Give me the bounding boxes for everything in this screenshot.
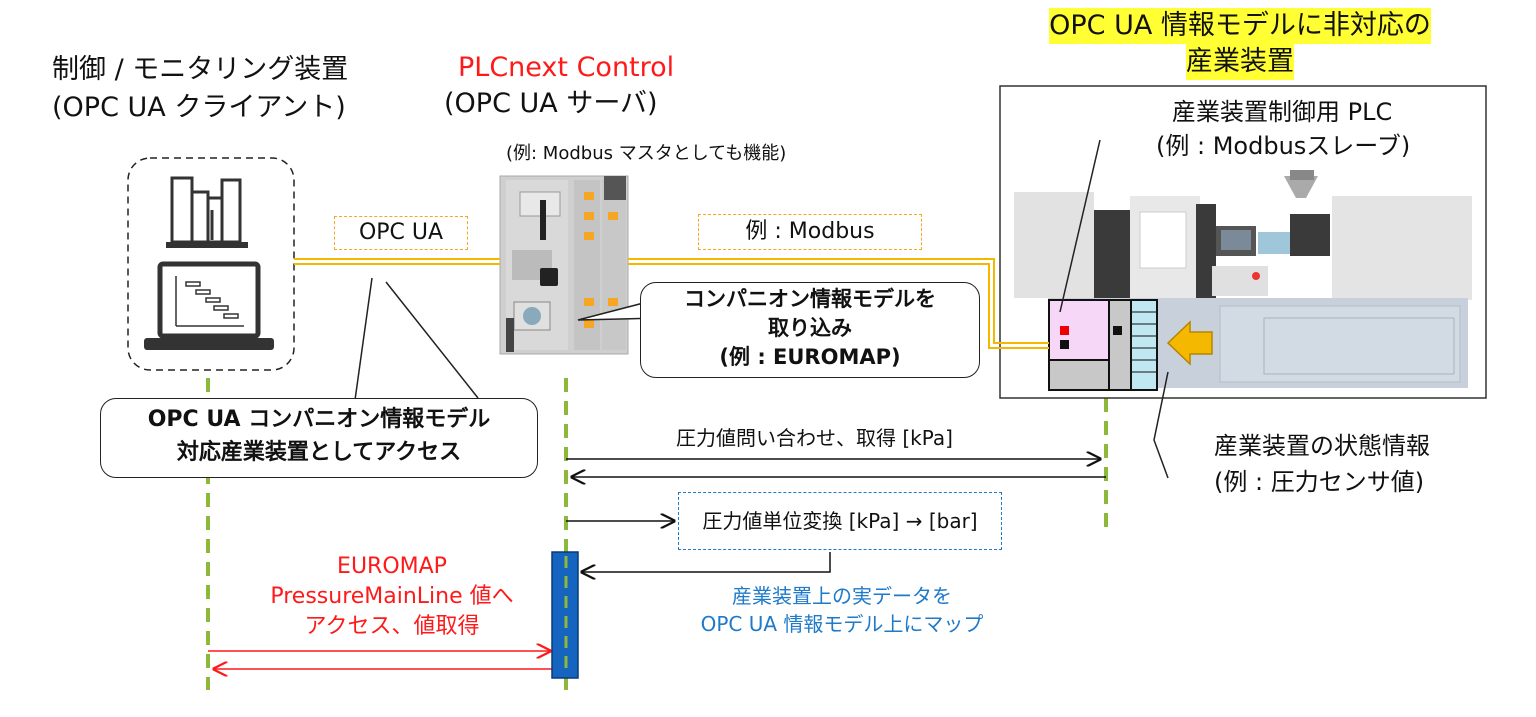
- state-label-pointer: [1153, 371, 1169, 479]
- device-heading: OPC UA 情報モデルに非対応の 産業装置: [1030, 8, 1450, 80]
- access-callout-pointer: [354, 277, 373, 401]
- client-device-icon: [127, 157, 295, 371]
- euromap-line2: PressureMainLine 値へ: [270, 584, 514, 609]
- control-plc-icon: [1048, 299, 1158, 391]
- server-note: (例: Modbus マスタとしても機能): [506, 143, 787, 164]
- access-line1: OPC UA コンパニオン情報モデル: [147, 407, 491, 432]
- server-title-line1: PLCnext Control: [458, 52, 675, 83]
- opcua-link-label: OPC UA: [334, 216, 468, 250]
- companion-callout-pointer: [577, 299, 661, 321]
- euromap-line1: EUROMAP: [337, 554, 447, 579]
- plc-label-line2: (例 : Modbusスレーブ): [1156, 132, 1411, 160]
- query-label: 圧力値問い合わせ、取得 [kPa]: [676, 426, 953, 450]
- convert-box: 圧力値単位変換 [kPa] → [bar]: [678, 492, 1002, 550]
- companion-model-callout: コンパニオン情報モデルを 取り込み (例 : EUROMAP): [640, 282, 980, 378]
- device-heading-line1: OPC UA 情報モデルに非対応の: [1049, 8, 1431, 44]
- map-line2: OPC UA 情報モデル上にマップ: [700, 612, 984, 636]
- modbus-link-label: 例 : Modbus: [698, 214, 922, 250]
- state-label-line1: 産業装置の状態情報: [1214, 432, 1430, 460]
- server-title-line2: (OPC UA サーバ): [444, 88, 658, 119]
- access-line2: 対応産業装置としてアクセス: [176, 440, 462, 465]
- map-line1: 産業装置上の実データを: [732, 584, 952, 608]
- access-callout-pointer-b: [385, 281, 479, 399]
- access-callout: OPC UA コンパニオン情報モデル 対応産業装置としてアクセス: [100, 398, 538, 478]
- plc-label-pointer: [1059, 139, 1101, 313]
- plc-label-line1: 産業装置制御用 PLC: [1172, 98, 1393, 126]
- opcua-cable: [294, 258, 500, 265]
- device-heading-line2: 産業装置: [1186, 44, 1294, 80]
- client-title-line2: (OPC UA クライアント): [52, 92, 346, 123]
- convert-label: 圧力値単位変換 [kPa] → [bar]: [702, 509, 978, 533]
- euromap-label: EUROMAP PressureMainLine 値へ アクセス、値取得: [262, 552, 522, 642]
- euromap-line3: アクセス、値取得: [304, 614, 480, 639]
- modbus-cable: [628, 258, 1049, 349]
- map-arrow: [582, 552, 831, 572]
- map-label: 産業装置上の実データを OPC UA 情報モデル上にマップ: [672, 582, 1012, 638]
- plcnext-controller-icon: [499, 175, 629, 355]
- companion-line3: (例 : EUROMAP): [719, 345, 901, 369]
- companion-line1: コンパニオン情報モデルを: [684, 287, 936, 311]
- client-title-line1: 制御 / モニタリング装置: [52, 54, 349, 85]
- sensor-arrow-icon: [1166, 320, 1213, 366]
- state-label-line2: (例 : 圧力センサ値): [1214, 468, 1425, 496]
- companion-line2: 取り込み: [768, 316, 852, 340]
